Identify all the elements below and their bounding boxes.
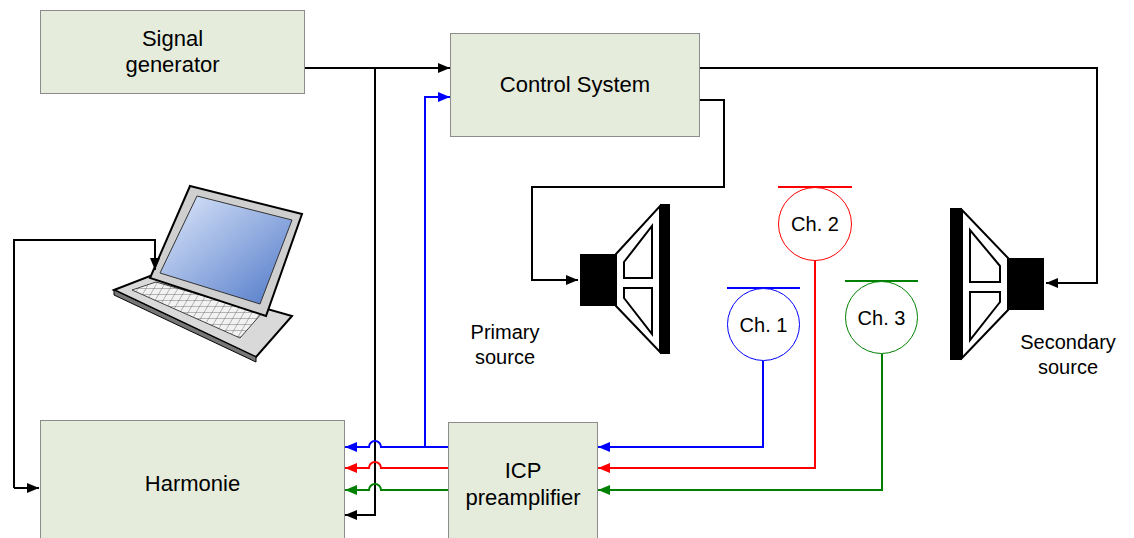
node-label: Ch. 2 [791,212,839,236]
speaker-label: Secondary source [1004,330,1132,380]
preamplifier-box: ICP preamplifier [448,422,598,538]
signal-connector [345,484,448,490]
signal-connector [598,354,882,490]
node-label: ICP preamplifier [456,458,590,511]
signal-generator-box: Signal generator [40,10,305,94]
control-system-box: Control System [450,33,700,137]
microphone-circle: Ch. 1 [727,288,800,361]
signal-connector [425,97,450,447]
laptop [114,186,302,362]
node-label: Ch. 1 [740,313,788,337]
node-label: Signal generator [98,26,248,79]
primary-speaker [580,204,670,354]
speaker-label: Primary source [450,320,560,370]
node-label: Control System [500,72,650,98]
harmonie-box: Harmonie [40,420,345,538]
microphone-circle: Ch. 2 [778,187,852,261]
signal-connector [598,361,763,447]
node-label: Ch. 3 [858,306,906,330]
wire [700,68,1097,283]
wire [14,487,39,489]
node-label: Harmonie [145,471,240,497]
signal-connector [345,462,448,468]
microphone-circle: Ch. 3 [845,281,918,354]
signal-connector [598,261,815,468]
